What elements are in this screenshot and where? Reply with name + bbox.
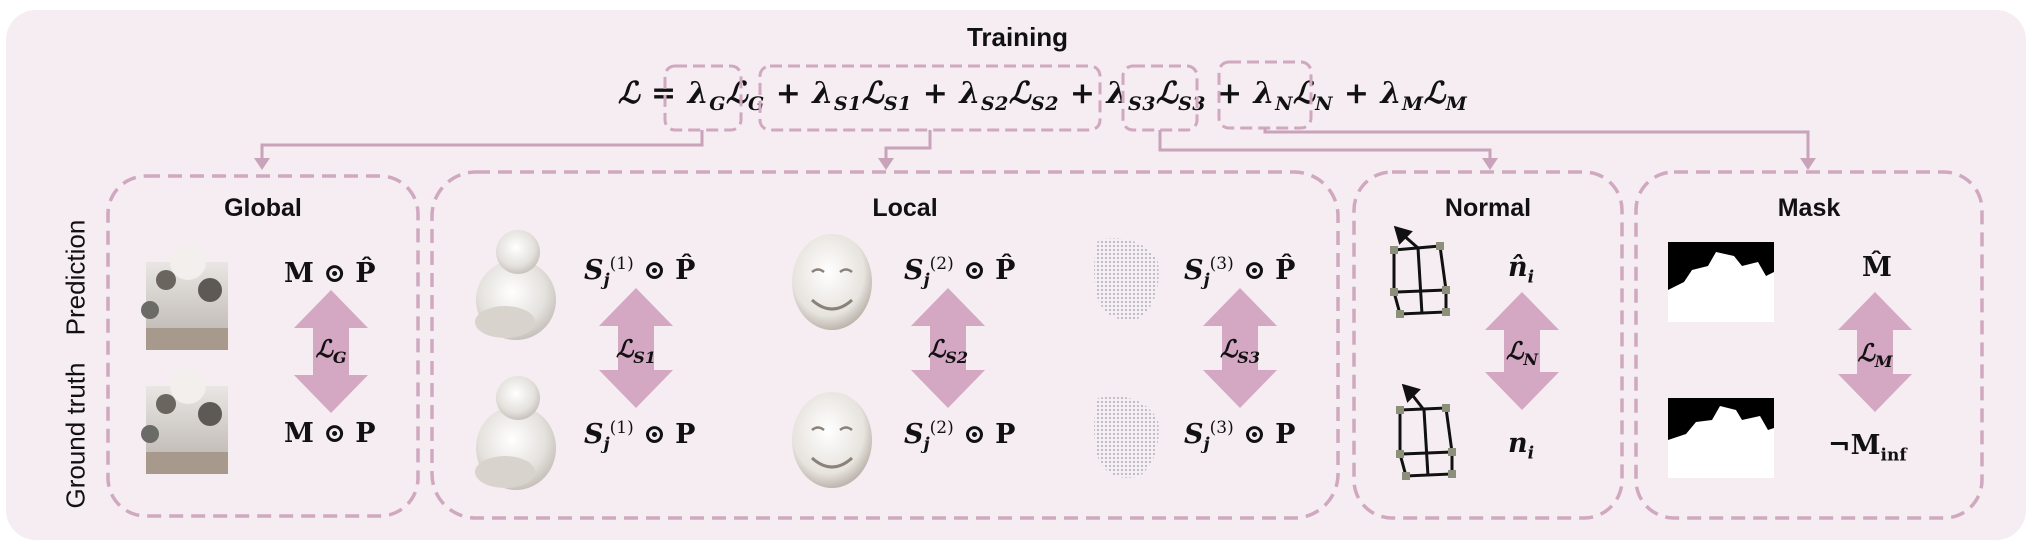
- global-loss-label: ℒG: [315, 334, 347, 367]
- arrowhead-local: [878, 158, 894, 170]
- normal-loss-label: ℒN: [1506, 336, 1538, 369]
- mask-gt-expr: ¬Minf: [1828, 430, 1907, 466]
- normal-pred-expr: n̂i: [1508, 252, 1535, 288]
- connector-lines: [260, 128, 1810, 160]
- local-2-pred-image: [792, 234, 872, 330]
- local-3-pred-expr: Sj(3) ⊙ P̂: [1184, 254, 1296, 291]
- mask-loss-label: ℒM: [1857, 338, 1893, 371]
- panel-global-box: [106, 174, 420, 518]
- local-1-gt-expr: Sj(1) ⊙ P: [584, 418, 696, 455]
- panel-local-box: [430, 170, 1340, 520]
- local-3-loss-label: ℒS3: [1220, 334, 1260, 367]
- box-term-normal: [1121, 64, 1199, 132]
- panel-mask-title: Mask: [1777, 194, 1841, 222]
- connector-local: [884, 130, 932, 160]
- box-term-mask: [1217, 60, 1313, 130]
- box-term-local: [758, 64, 1102, 132]
- panel-local-title: Local: [872, 194, 938, 222]
- formula-term-boxes: [663, 60, 1313, 132]
- panel-normal-title: Normal: [1444, 194, 1532, 222]
- row-label-ground-truth: Ground truth: [60, 362, 91, 509]
- loss-arrow-local-1: [599, 288, 673, 408]
- normal-gt-expr: ni: [1508, 428, 1535, 464]
- global-pred-expr: M ⊙ P̂: [284, 258, 376, 289]
- connector-global: [260, 130, 704, 160]
- mask-pred-expr: M̂: [1862, 252, 1892, 283]
- loss-arrow-global: [294, 290, 368, 413]
- loss-arrow-local-3: [1203, 288, 1277, 408]
- arrowhead-global: [254, 158, 270, 170]
- global-gt-image: [141, 368, 228, 474]
- local-1-gt-image: [475, 376, 556, 490]
- mask-pred-image: [1668, 242, 1774, 322]
- term-mask: λMℒM: [1380, 76, 1468, 115]
- panel-normal-box: [1352, 170, 1624, 520]
- term-local: λS1ℒS1 + λS2ℒS2 + λS3ℒS3: [812, 76, 1207, 115]
- local-2-pred-expr: Sj(2) ⊙ P̂: [904, 254, 1016, 291]
- global-pred-image: [141, 244, 228, 350]
- panel-mask-box: [1634, 170, 1984, 520]
- arrowhead-normal: [1482, 158, 1498, 170]
- local-3-gt-expr: Sj(3) ⊙ P: [1184, 418, 1296, 455]
- connector-mask: [1263, 128, 1810, 160]
- local-1-pred-expr: Sj(1) ⊙ P̂: [584, 254, 696, 291]
- local-2-loss-label: ℒS2: [928, 334, 968, 367]
- loss-arrow-local-2: [911, 288, 985, 408]
- panel-global-title: Global: [224, 194, 302, 222]
- arrowhead-mask: [1800, 158, 1816, 170]
- local-1-pred-image: [475, 230, 556, 340]
- mask-gt-image: [1668, 398, 1774, 478]
- normal-pred-image: [1390, 225, 1450, 318]
- local-2-gt-image: [792, 392, 872, 488]
- local-3-gt-image: [1094, 396, 1159, 478]
- connector-normal: [1158, 130, 1492, 160]
- box-term-global: [663, 64, 743, 132]
- local-1-loss-label: ℒS1: [616, 334, 656, 367]
- loss-arrow-normal: [1485, 292, 1559, 410]
- global-gt-expr: M ⊙ P: [284, 418, 376, 449]
- connector-arrowheads: [254, 158, 1816, 170]
- local-2-gt-expr: Sj(2) ⊙ P: [904, 418, 1016, 455]
- diagram-title: Training: [966, 22, 1069, 52]
- loss-arrows: [294, 288, 1912, 413]
- loss-arrow-mask: [1838, 292, 1912, 412]
- local-3-pred-image: [1094, 238, 1159, 320]
- term-normal: λNℒN: [1253, 76, 1333, 115]
- normal-gt-image: [1396, 383, 1456, 480]
